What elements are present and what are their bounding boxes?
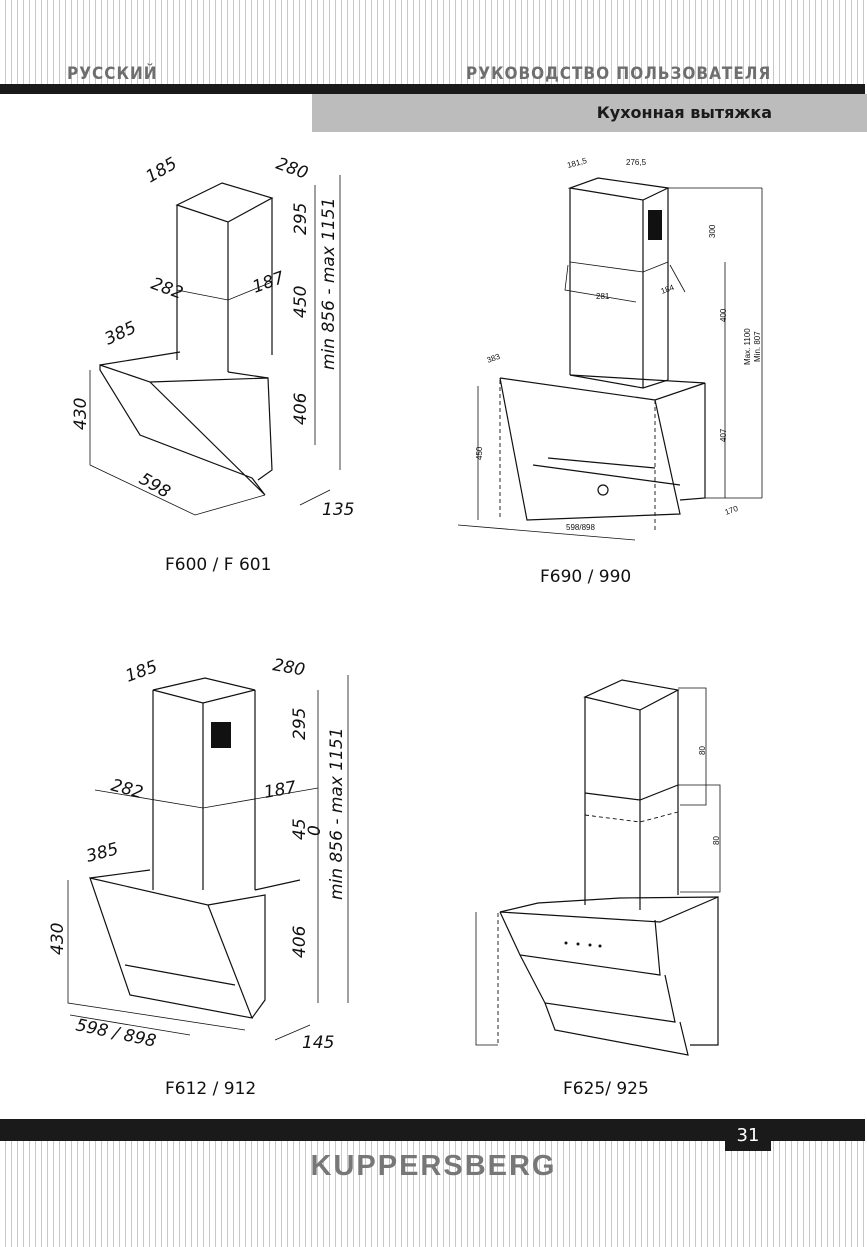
drawing-f625: 80 80 F625/ 925 xyxy=(475,679,721,1099)
dim-body-height: 406 xyxy=(290,925,310,958)
dim-top-depth: 181,5 xyxy=(566,156,588,170)
footer-bar xyxy=(0,1119,865,1141)
dim-mid-depth: 184 xyxy=(660,283,676,296)
language-label: РУССКИЙ xyxy=(67,64,158,84)
dim-middle-height: 450 xyxy=(291,286,311,318)
dim-middle-height-suffix: 0 xyxy=(305,825,325,836)
model-caption: F625/ 925 xyxy=(563,1079,649,1099)
dim-top-width: 276,5 xyxy=(626,158,647,167)
dim-lower-width: 282 xyxy=(109,776,146,804)
manual-title: РУКОВОДСТВО ПОЛЬЗОВАТЕЛЯ xyxy=(466,64,772,84)
section-banner: Кухонная вытяжка xyxy=(312,94,867,132)
dim-lower-width: 282 xyxy=(148,274,185,304)
dim-min: Min. 807 xyxy=(753,331,762,362)
dim-top-width: 280 xyxy=(273,154,310,184)
dim-hood-depth: 383 xyxy=(486,352,502,365)
dim-width: 598/898 xyxy=(566,523,595,532)
dim-top-depth: 185 xyxy=(123,657,160,687)
dim-front-height: 430 xyxy=(71,398,91,430)
brand-logo: KUPPERSBERG xyxy=(310,1150,557,1182)
dim-upper-height: 80 xyxy=(698,746,707,755)
dim-middle-height: 80 xyxy=(712,836,721,845)
drawing-f690: 181,5 276,5 300 281 184 400 Max. 1100 Mi… xyxy=(457,156,763,587)
dim-top-width: 280 xyxy=(271,655,306,680)
header-bar xyxy=(0,84,865,94)
dim-range: min 856 - max 1151 xyxy=(319,197,339,370)
dim-upper-height: 300 xyxy=(708,224,717,238)
dim-middle-height: 400 xyxy=(719,308,728,322)
dim-hood-depth: 385 xyxy=(102,318,140,350)
dim-middle-height: 45 xyxy=(290,818,310,840)
section-title: Кухонная вытяжка xyxy=(596,103,772,122)
dim-upper-height: 295 xyxy=(291,203,311,235)
dim-max: Max. 1100 xyxy=(743,328,752,365)
dim-body-height: 407 xyxy=(719,428,728,442)
dim-body-height: 406 xyxy=(291,392,311,425)
dim-bottom-depth: 170 xyxy=(724,504,740,517)
model-caption: F600 / F 601 xyxy=(165,555,271,575)
dim-upper-height: 295 xyxy=(290,708,310,740)
footer-stripes xyxy=(0,1140,867,1247)
page-number: 31 xyxy=(725,1119,771,1151)
dim-bottom-depth: 135 xyxy=(322,500,354,520)
dim-mid-width: 281 xyxy=(596,292,610,301)
dim-front-height: 450 xyxy=(475,446,484,460)
dim-range: min 856 - max 1151 xyxy=(327,727,347,900)
drawing-f612: 185 280 295 282 187 45 0 min 856 - max 1… xyxy=(48,655,349,1099)
dim-front-height: 430 xyxy=(48,923,68,955)
drawing-f600: 185 280 295 282 187 450 min 856 - max 11… xyxy=(71,154,354,575)
dim-hood-depth: 385 xyxy=(84,839,121,867)
model-caption: F690 / 990 xyxy=(540,567,631,587)
dim-width: 598 xyxy=(136,469,174,503)
dim-bottom-depth: 145 xyxy=(302,1033,334,1053)
dim-width: 598 / 898 xyxy=(74,1015,158,1052)
dim-lower-depth: 187 xyxy=(250,268,288,298)
header-stripes xyxy=(0,0,867,86)
dim-top-depth: 185 xyxy=(143,154,181,188)
model-caption: F612 / 912 xyxy=(165,1079,256,1099)
dim-lower-depth: 187 xyxy=(262,778,298,803)
